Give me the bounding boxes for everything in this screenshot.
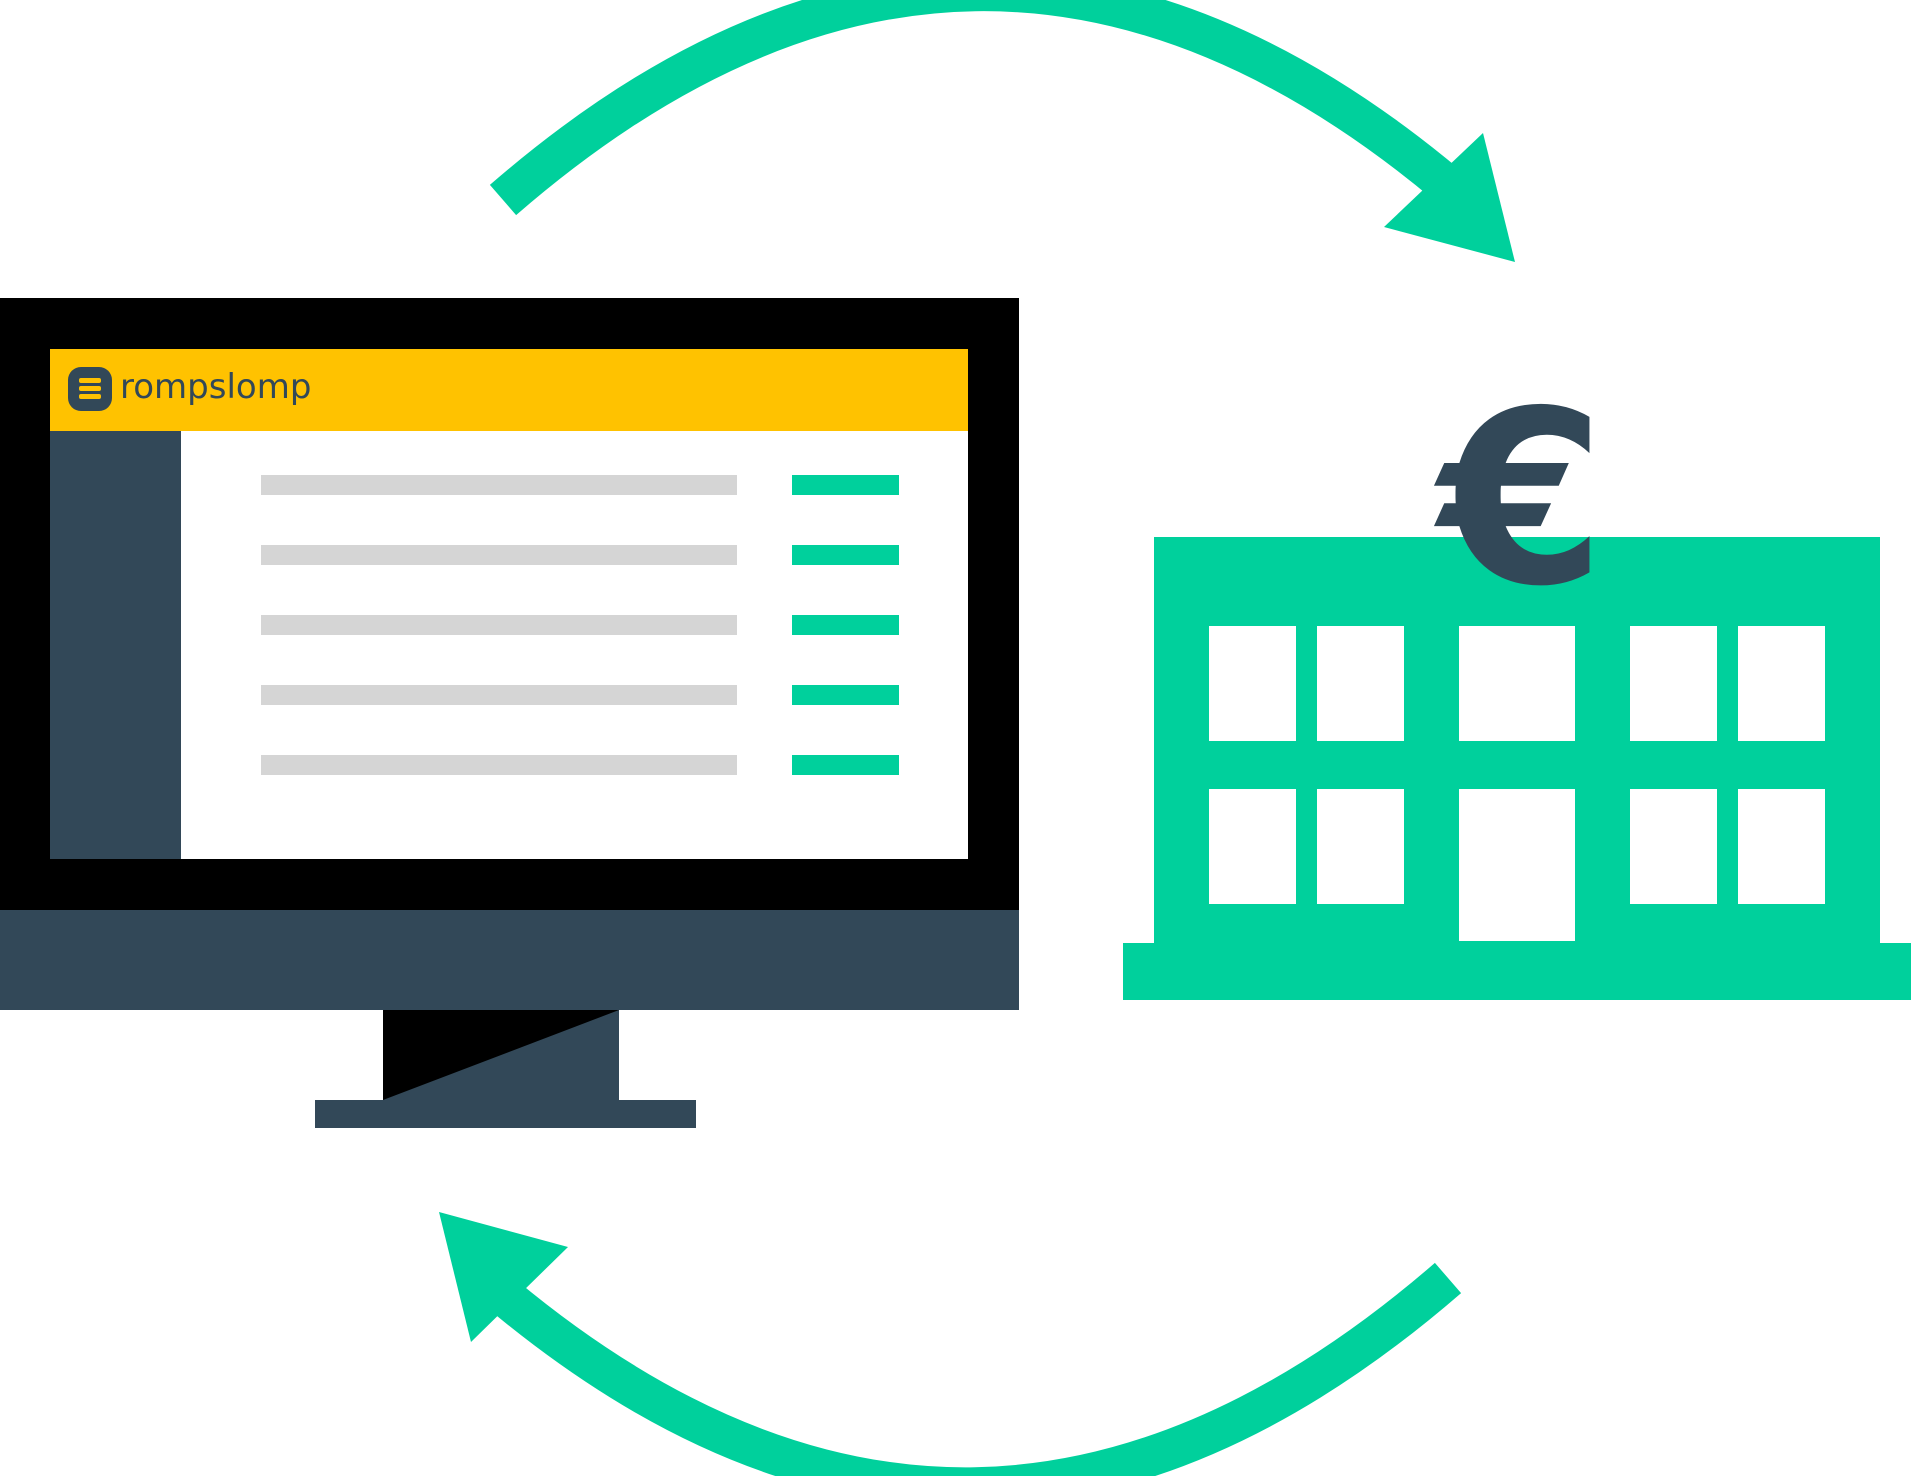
monitor-stand-base — [315, 1100, 696, 1128]
building-window — [1459, 626, 1575, 741]
bottom-arrow-shaft — [490, 1262, 1462, 1476]
monitor-neck-shade — [383, 1010, 619, 1100]
top-arrow-shaft — [489, 0, 1460, 216]
list-row-amount-placeholder — [792, 615, 899, 635]
euro-symbol-icon: € — [1434, 359, 1606, 639]
rompslomp-logo-icon — [68, 367, 112, 411]
list-row-placeholder — [261, 475, 737, 495]
list-row-placeholder — [261, 545, 737, 565]
building-door — [1459, 789, 1575, 941]
app-header — [50, 349, 968, 431]
list-row-placeholder — [261, 685, 737, 705]
computer-monitor: rompslomp — [0, 298, 1019, 1128]
monitor-chin — [0, 910, 1019, 1010]
building-window — [1317, 626, 1404, 741]
top-arrowhead — [1384, 133, 1515, 262]
building-base — [1123, 943, 1911, 1000]
bottom-arrowhead — [439, 1212, 568, 1342]
list-row-amount-placeholder — [792, 545, 899, 565]
logo-stripe — [79, 394, 101, 399]
app-screen: rompslomp — [50, 349, 968, 859]
list-row-placeholder — [261, 755, 737, 775]
logo-stripe — [79, 378, 101, 383]
app-sidebar — [50, 431, 181, 859]
building-window — [1630, 789, 1717, 904]
list-row-placeholder — [261, 615, 737, 635]
logo-stripe — [79, 386, 101, 391]
arrow-to-computer-icon — [439, 1212, 1462, 1476]
building-window — [1738, 789, 1825, 904]
building-window — [1630, 626, 1717, 741]
bank-building-icon: € — [1123, 359, 1911, 1000]
building-window — [1738, 626, 1825, 741]
building-window — [1209, 626, 1296, 741]
list-row-amount-placeholder — [792, 685, 899, 705]
list-row-amount-placeholder — [792, 755, 899, 775]
brand-name: rompslomp — [120, 367, 311, 407]
list-rows — [261, 475, 899, 775]
building-window — [1317, 789, 1404, 904]
building-window — [1209, 789, 1296, 904]
arrow-to-bank-icon — [489, 0, 1515, 262]
list-row-amount-placeholder — [792, 475, 899, 495]
